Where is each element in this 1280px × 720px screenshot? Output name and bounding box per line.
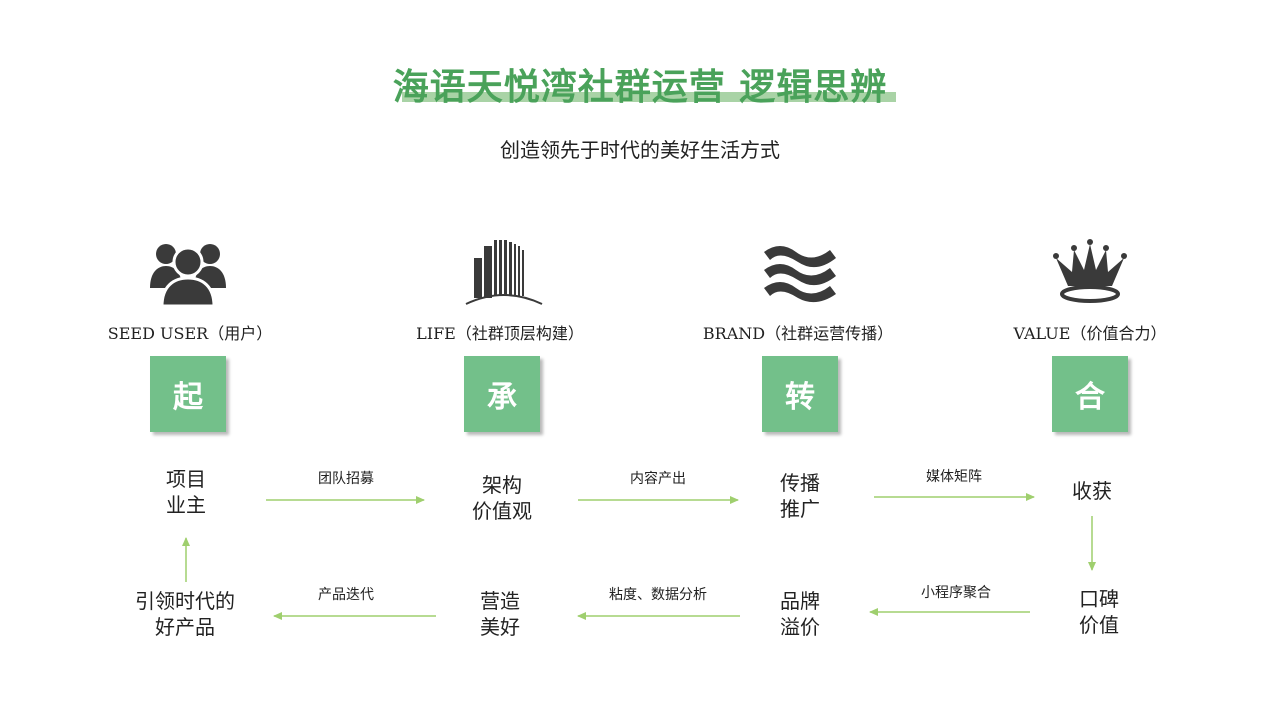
stage-box-he: 合 — [1052, 356, 1128, 432]
edge-label-team-recruit: 团队招募 — [318, 471, 374, 487]
node-line: 溢价 — [780, 615, 820, 639]
node-reputation-value: 口碑 价值 — [1024, 586, 1174, 638]
edge-label-content-output: 内容产出 — [630, 471, 686, 487]
node-line: 营造 — [480, 589, 520, 613]
node-project-owner: 项目 业主 — [111, 466, 261, 518]
node-line: 品牌 — [780, 589, 820, 613]
node-create-beauty: 营造 美好 — [425, 588, 575, 640]
page-title: 海语天悦湾社群运营 逻辑思辨 — [392, 66, 888, 108]
node-line: 项目 — [166, 467, 206, 491]
node-line: 引领时代的 — [135, 589, 235, 613]
edge-label-stickiness-analysis: 粘度、数据分析 — [609, 587, 707, 603]
waves-icon — [760, 236, 840, 308]
node-brand-premium: 品牌 溢价 — [725, 588, 875, 640]
node-line: 收获 — [1072, 479, 1112, 503]
stage-box-zhuan: 转 — [762, 356, 838, 432]
column-label-life: LIFE（社群顶层构建） — [416, 324, 584, 343]
page-subtitle: 创造领先于时代的美好生活方式 — [500, 138, 780, 162]
title-highlight-band — [402, 92, 896, 102]
edge-label-media-matrix: 媒体矩阵 — [926, 469, 982, 485]
building-icon — [464, 236, 544, 308]
column-label-brand: BRAND（社群运营传播） — [702, 324, 894, 343]
edge-label-product-iteration: 产品迭代 — [318, 587, 374, 603]
edge-label-miniprogram-aggregation: 小程序聚合 — [921, 585, 991, 601]
node-line: 传播 — [780, 471, 820, 495]
stage-box-cheng: 承 — [464, 356, 540, 432]
node-leading-product: 引领时代的 好产品 — [110, 588, 260, 640]
node-line: 架构 — [482, 473, 522, 497]
node-line: 价值观 — [472, 499, 532, 523]
node-line: 业主 — [166, 493, 206, 517]
node-architecture-values: 架构 价值观 — [427, 472, 577, 524]
column-label-seed-user: SEED USER（用户） — [107, 324, 273, 343]
node-line: 美好 — [480, 615, 520, 639]
crown-icon — [1050, 236, 1130, 308]
node-line: 口碑 — [1079, 587, 1119, 611]
title-container: 海语天悦湾社群运营 逻辑思辨 — [0, 58, 1280, 110]
users-icon — [148, 236, 228, 308]
node-harvest: 收获 — [1017, 478, 1167, 504]
node-line: 价值 — [1079, 613, 1119, 637]
node-line: 推广 — [780, 497, 820, 521]
node-line: 好产品 — [155, 615, 215, 639]
node-spread-promotion: 传播 推广 — [725, 470, 875, 522]
stage-box-qi: 起 — [150, 356, 226, 432]
column-label-value: VALUE（价值合力） — [1013, 324, 1167, 343]
